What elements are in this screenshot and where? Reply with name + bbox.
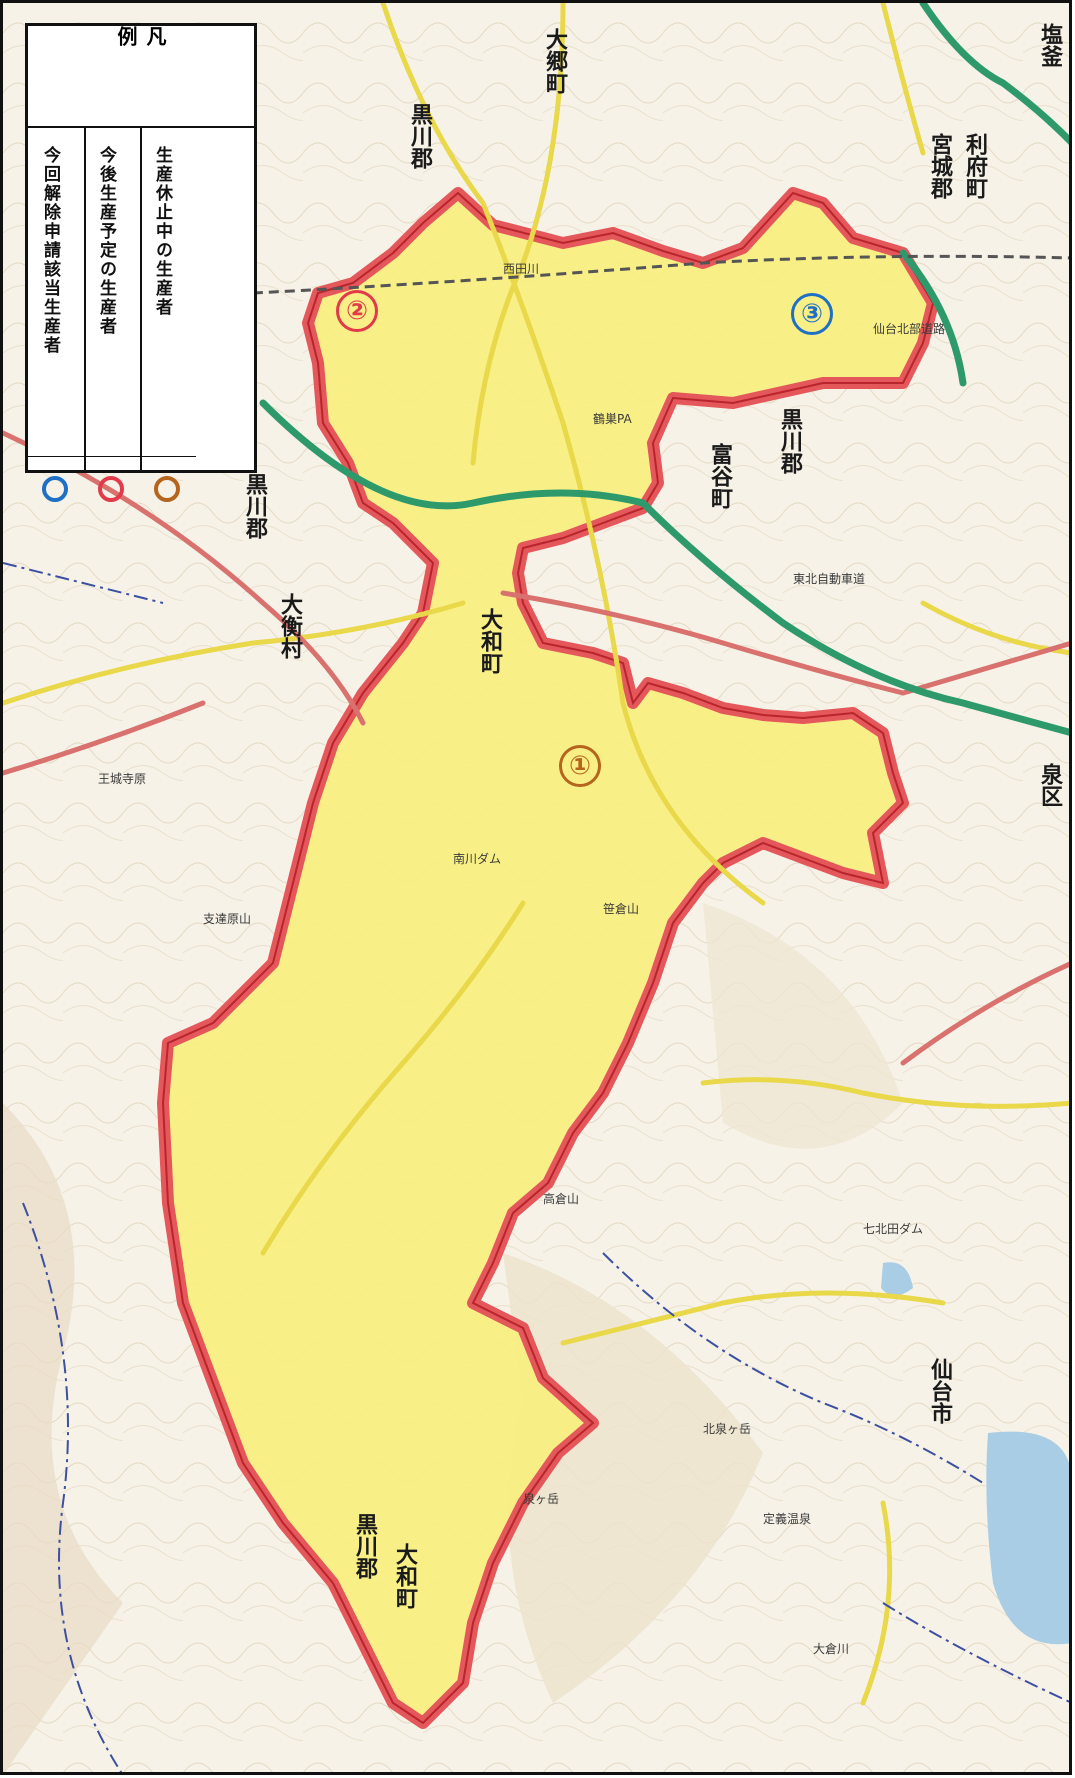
label-sendai: 仙台市 [927, 1358, 952, 1424]
area-marker-1-label: ① [568, 751, 591, 781]
roads-yellow [3, 3, 1069, 1706]
area-marker-1: ① [559, 745, 601, 787]
area-marker-2: ② [336, 290, 378, 332]
label-taiwa-center: 大和町 [477, 608, 502, 674]
legend-title-cell: 凡 例 [28, 26, 254, 128]
label-daigo: 大郷町 [542, 28, 567, 94]
terrain-shade [3, 1103, 123, 1772]
legend-item-label: 今回解除申請該当生産者 [40, 146, 60, 355]
label-taiwa-southwest: 大和町 [392, 1543, 417, 1609]
legend-item-label: 生産休止中の生産者 [152, 146, 172, 317]
svg-text:鶴巣PA: 鶴巣PA [593, 411, 632, 426]
minor-map-labels: 王城寺原 支達原山 南川ダム 笹倉山 高倉山 泉ヶ岳 北泉ヶ岳 七北田ダム 定義… [98, 262, 945, 1656]
terrain-shade [503, 1253, 763, 1703]
svg-text:泉ヶ岳: 泉ヶ岳 [523, 1492, 559, 1506]
svg-text:定義温泉: 定義温泉 [763, 1511, 811, 1526]
label-rifu: 利府町 [962, 133, 987, 199]
area-marker-2-label: ② [345, 296, 368, 326]
lake [986, 1431, 1069, 1645]
legend-divider [84, 456, 140, 457]
label-kurokawa-west: 黒川郡 [242, 473, 267, 539]
legend-divider [140, 456, 196, 457]
svg-text:七北田ダム: 七北田ダム [863, 1221, 923, 1236]
red-circle-icon [98, 476, 124, 502]
label-miyagi-gun: 宮城郡 [927, 133, 952, 199]
legend-divider [28, 456, 84, 457]
blue-circle-icon [42, 476, 68, 502]
svg-text:高倉山: 高倉山 [543, 1191, 579, 1206]
dam-reservoir [881, 1262, 913, 1296]
svg-text:北泉ヶ岳: 北泉ヶ岳 [703, 1422, 751, 1436]
legend-item-brown: 生産休止中の生産者 [140, 126, 196, 502]
svg-text:西田川: 西田川 [503, 262, 539, 276]
railway [252, 254, 1069, 295]
expressways [259, 3, 1069, 736]
label-shiogama: 塩釜 [1037, 23, 1062, 67]
area-marker-3: ③ [791, 293, 833, 335]
legend-item-red: 今後生産予定の生産者 [84, 126, 142, 502]
legend-item-label: 今後生産予定の生産者 [96, 146, 116, 336]
label-izumi: 泉区 [1037, 763, 1062, 807]
terrain-shade [703, 903, 903, 1149]
svg-text:南川ダム: 南川ダム [453, 851, 501, 866]
map-legend: 凡 例 今回解除申請該当生産者 今後生産予定の生産者 生産休止中の生産者 [25, 23, 257, 502]
label-kurokawa-north: 黒川郡 [407, 103, 432, 169]
svg-text:王城寺原: 王城寺原 [98, 772, 146, 786]
label-ohira: 大衡村 [277, 593, 302, 659]
legend-item-blue: 今回解除申請該当生産者 [28, 126, 86, 502]
svg-text:仙台北部道路: 仙台北部道路 [873, 321, 945, 336]
svg-text:大倉川: 大倉川 [813, 1641, 849, 1656]
svg-text:支達原山: 支達原山 [203, 912, 251, 926]
label-kurokawa-east: 黒川郡 [777, 408, 802, 474]
svg-text:東北自動車道: 東北自動車道 [793, 572, 865, 586]
area-marker-3-label: ③ [800, 299, 823, 329]
legend-title: 凡 例 [114, 26, 167, 126]
designated-area-border [161, 191, 935, 1725]
svg-text:笹倉山: 笹倉山 [603, 901, 639, 916]
label-kurokawa-southwest: 黒川郡 [352, 1513, 377, 1579]
municipal-boundaries [3, 562, 1069, 1772]
brown-circle-icon [154, 476, 180, 502]
label-tomiya: 富谷町 [707, 443, 732, 509]
